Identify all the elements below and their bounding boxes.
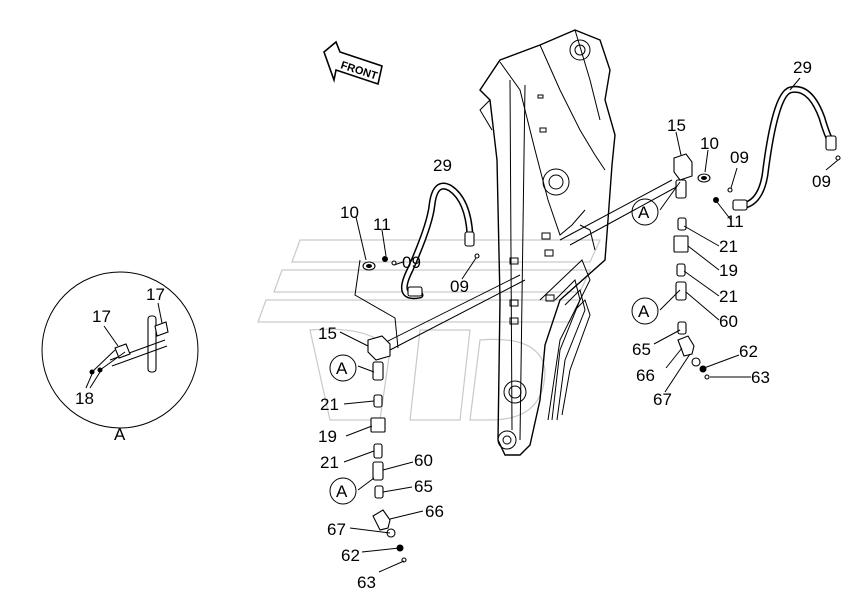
view-ref-right-lower: A (631, 297, 659, 325)
svg-text:A: A (336, 482, 348, 501)
callout-left-valve: 19 (318, 427, 337, 446)
detail-bracket-assembly (89, 315, 169, 375)
callout-left-connector: 67 (327, 520, 346, 539)
leader-lines (354, 179, 681, 351)
callout-right-valve: 19 (719, 261, 738, 280)
right-valve-stack (673, 153, 710, 380)
front-arrow: FRONT (323, 40, 383, 86)
callout-leaders (339, 77, 839, 573)
callout-right-seal-upper: 21 (719, 237, 738, 256)
callout-left-clamp: 10 (340, 203, 359, 222)
excavator-arm (479, 29, 616, 456)
callout-right-clamp: 10 (700, 134, 719, 153)
callout-right-hose: 29 (793, 58, 812, 77)
callout-left-block: 15 (318, 324, 337, 343)
callout-left-adapter: 60 (414, 451, 433, 470)
callout-left-nipple: 65 (414, 477, 433, 496)
callout-right-seal-lower: 21 (719, 287, 738, 306)
callout-right-block: 15 (667, 116, 686, 135)
callout-left-washer-lower: 09 (450, 277, 469, 296)
callout-right-elbow: 66 (636, 366, 655, 385)
left-callouts: 29 10 11 09 09 15 A 21 19 21 60 A 65 66 … (318, 156, 469, 592)
left-valve-stack (367, 335, 407, 563)
callout-right-washer-end: 09 (812, 172, 831, 191)
callout-left-seal-upper: 21 (320, 395, 339, 414)
callout-left-seal-lower: 21 (320, 453, 339, 472)
view-ref-right-upper: A (631, 198, 659, 226)
detail-view-label: A (114, 425, 126, 444)
callout-right-plug: 62 (739, 342, 758, 361)
callout-right-bolt: 11 (726, 212, 744, 231)
callout-left-bolt: 11 (373, 215, 391, 234)
callout-left-hose: 29 (433, 156, 452, 175)
left-hose-assembly (362, 182, 480, 300)
right-hose-assembly (697, 85, 841, 211)
detail-callouts: 17 17 18 A (75, 285, 165, 444)
callout-left-washer-upper: 09 (402, 253, 421, 272)
callout-detail-bracket-upper: 17 (146, 285, 165, 304)
detail-view-a (41, 271, 199, 429)
callout-detail-bolts: 18 (75, 389, 94, 408)
callout-right-cap: 63 (751, 368, 770, 387)
callout-right-washer-upper: 09 (730, 148, 749, 167)
callout-left-cap: 63 (357, 573, 376, 592)
callout-right-adapter: 60 (719, 312, 738, 331)
view-ref-left-lower: A (329, 477, 357, 505)
callout-right-connector: 67 (653, 390, 672, 409)
callout-right-nipple: 65 (632, 340, 651, 359)
callout-left-plug: 62 (341, 546, 360, 565)
callout-detail-bracket-lower: 17 (92, 307, 111, 326)
callout-left-elbow: 66 (425, 502, 444, 521)
svg-text:A: A (638, 302, 650, 321)
svg-text:A: A (638, 203, 650, 222)
right-callouts: 15 10 09 29 09 11 A 21 19 21 A 60 65 66 … (631, 58, 831, 409)
view-ref-left-upper: A (329, 354, 357, 382)
svg-text:A: A (336, 359, 348, 378)
watermark (257, 239, 601, 421)
